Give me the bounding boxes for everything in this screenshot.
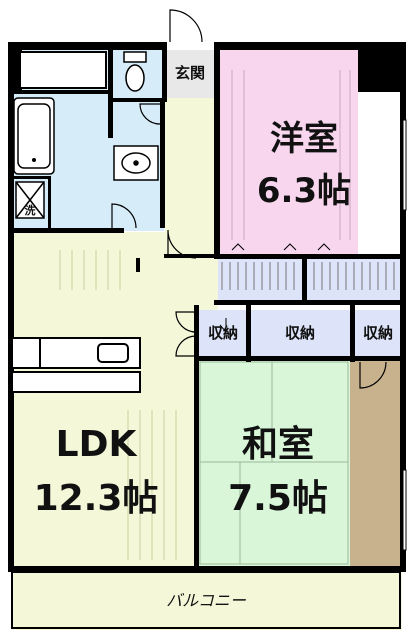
closet-hatching [221, 262, 395, 290]
shower-mark: 洗 [25, 203, 36, 217]
ldk-floor [12, 232, 196, 568]
western-room-lines [231, 70, 351, 240]
balcony-label: バルコニー [166, 591, 247, 610]
japanese-room-name: 和室 [242, 424, 314, 465]
closet-western [218, 256, 402, 300]
western-room-size: 6.3帖 [257, 171, 351, 211]
japanese-room-floor [198, 360, 350, 566]
western-room-name: 洋室 [270, 119, 338, 159]
bathtub-icon [13, 97, 55, 175]
kitchen-counter [11, 337, 141, 393]
walls [8, 42, 406, 572]
balcony-floor [12, 570, 402, 630]
storage-left-area [196, 310, 246, 356]
western-room-floor [218, 48, 358, 254]
storage-left-label: 収納 [208, 324, 238, 342]
drain-icon [32, 158, 36, 162]
entrance-label: 玄関 [175, 64, 205, 82]
balcony-outline [11, 571, 401, 629]
storage-right-label: 収納 [363, 324, 393, 342]
shower-icon [15, 181, 45, 219]
ldk-lines [59, 250, 177, 560]
toilet-icon [123, 51, 147, 92]
hall-floor [165, 98, 215, 258]
japanese-room-size: 7.5帖 [228, 478, 328, 519]
storage-center-area [250, 310, 350, 356]
shoe-shelf [19, 51, 107, 89]
ldk-size: 12.3帖 [34, 478, 159, 519]
entrance-floor [165, 50, 215, 98]
closet-markers [219, 243, 331, 334]
storage-center-label: 収納 [285, 324, 315, 342]
windows [402, 119, 407, 551]
wash-basin-icon [113, 145, 159, 181]
tatami-lines [199, 361, 349, 565]
door-swings [111, 9, 387, 389]
ldk-name: LDK [56, 424, 138, 465]
tokonoma [350, 360, 402, 566]
storage-right-area [354, 310, 402, 356]
